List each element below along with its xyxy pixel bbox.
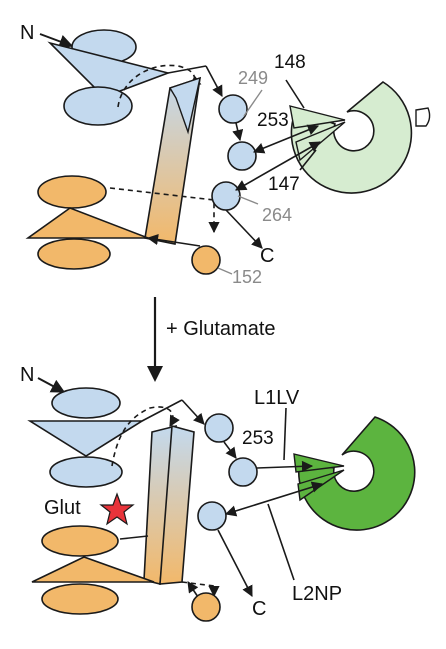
top-dashed-loop-lower — [109, 187, 220, 234]
top-arrow-to-c — [225, 209, 263, 249]
bottom-blue-ellipse-upper — [51, 387, 121, 419]
top-n-arrow — [39, 33, 74, 49]
bottom-green-ring — [297, 416, 416, 531]
top-arrow-264-ring — [235, 141, 321, 191]
top-residue-circle-264 — [211, 181, 241, 211]
transition: + Glutamate — [147, 297, 276, 382]
bottom-dashed-loop-upper — [111, 406, 180, 467]
bottom-arrow-253-ring — [256, 460, 314, 472]
bottom-panel: N Glut C — [20, 364, 416, 622]
top-helix-fold — [168, 76, 201, 135]
bottom-blue-ellipse-lower — [49, 456, 123, 488]
bottom-orange-ellipse-lower — [41, 583, 119, 615]
top-pointer-147 — [299, 149, 317, 171]
bottom-orange-ellipse-upper — [41, 525, 119, 557]
top-orange-ellipse-upper — [37, 175, 107, 209]
top-panel: N C — [20, 22, 431, 287]
bottom-pointer-l1lv — [283, 407, 287, 461]
bottom-orange-triangle — [31, 556, 155, 583]
bottom-link-arrow — [181, 399, 205, 425]
top-green-ring-tab — [415, 107, 431, 127]
bottom-n-terminus-label: N — [20, 364, 34, 386]
top-residue-circle-253 — [227, 141, 257, 171]
top-label-249: 249 — [238, 68, 268, 88]
top-link-line — [167, 65, 207, 74]
glutamate-star-icon — [99, 492, 135, 526]
bottom-residue-circle-upper — [204, 413, 234, 443]
transition-arrowhead — [147, 366, 163, 382]
top-blue-ellipse-lower — [63, 86, 133, 126]
top-leader-264 — [237, 195, 259, 205]
bottom-residue-circle-orange — [191, 592, 221, 622]
bottom-c-terminus-label: C — [252, 598, 266, 620]
top-link-arrow-to-249 — [205, 65, 223, 97]
bottom-link-line — [141, 399, 183, 422]
bottom-arrow-to-c — [217, 529, 253, 597]
top-orange-triangle — [25, 207, 149, 239]
bottom-arrow-circle-to-253 — [223, 441, 237, 459]
top-n-terminus-label: N — [20, 22, 34, 44]
top-leader-249 — [243, 89, 263, 117]
top-arrow-152-to-helix — [146, 233, 201, 247]
top-blue-triangle — [47, 41, 171, 98]
top-arrow-249-to-253 — [232, 122, 244, 142]
bottom-residue-circle-253 — [228, 457, 258, 487]
bottom-link-orange — [119, 535, 149, 540]
top-label-264: 264 — [262, 205, 292, 225]
bottom-green-wedge-upper — [293, 453, 345, 473]
top-label-147: 147 — [268, 174, 300, 195]
top-c-terminus-label: C — [260, 245, 274, 267]
top-pointer-148 — [285, 79, 305, 109]
bottom-pointer-l2np — [267, 503, 295, 581]
top-green-wedge-upper — [289, 105, 346, 129]
top-leader-152 — [217, 267, 233, 275]
top-label-152: 152 — [232, 267, 262, 287]
bottom-label-253: 253 — [242, 428, 274, 449]
bottom-residue-circle-lower — [197, 501, 227, 531]
l1lv-label: L1LV — [254, 387, 300, 409]
bottom-arrow-lower-ring — [224, 481, 324, 517]
top-residue-circle-152 — [191, 245, 221, 275]
top-dashed-loop-upper — [117, 64, 202, 108]
top-orange-ellipse-lower — [37, 238, 111, 270]
top-residue-circle-249 — [218, 94, 248, 124]
top-label-253: 253 — [257, 110, 289, 131]
bottom-blue-triangle — [27, 420, 145, 457]
transition-label: + Glutamate — [166, 318, 276, 340]
glut-label: Glut — [44, 497, 81, 519]
top-label-148: 148 — [274, 52, 306, 73]
l2np-label: L2NP — [292, 583, 342, 605]
bottom-n-arrow — [37, 377, 66, 393]
